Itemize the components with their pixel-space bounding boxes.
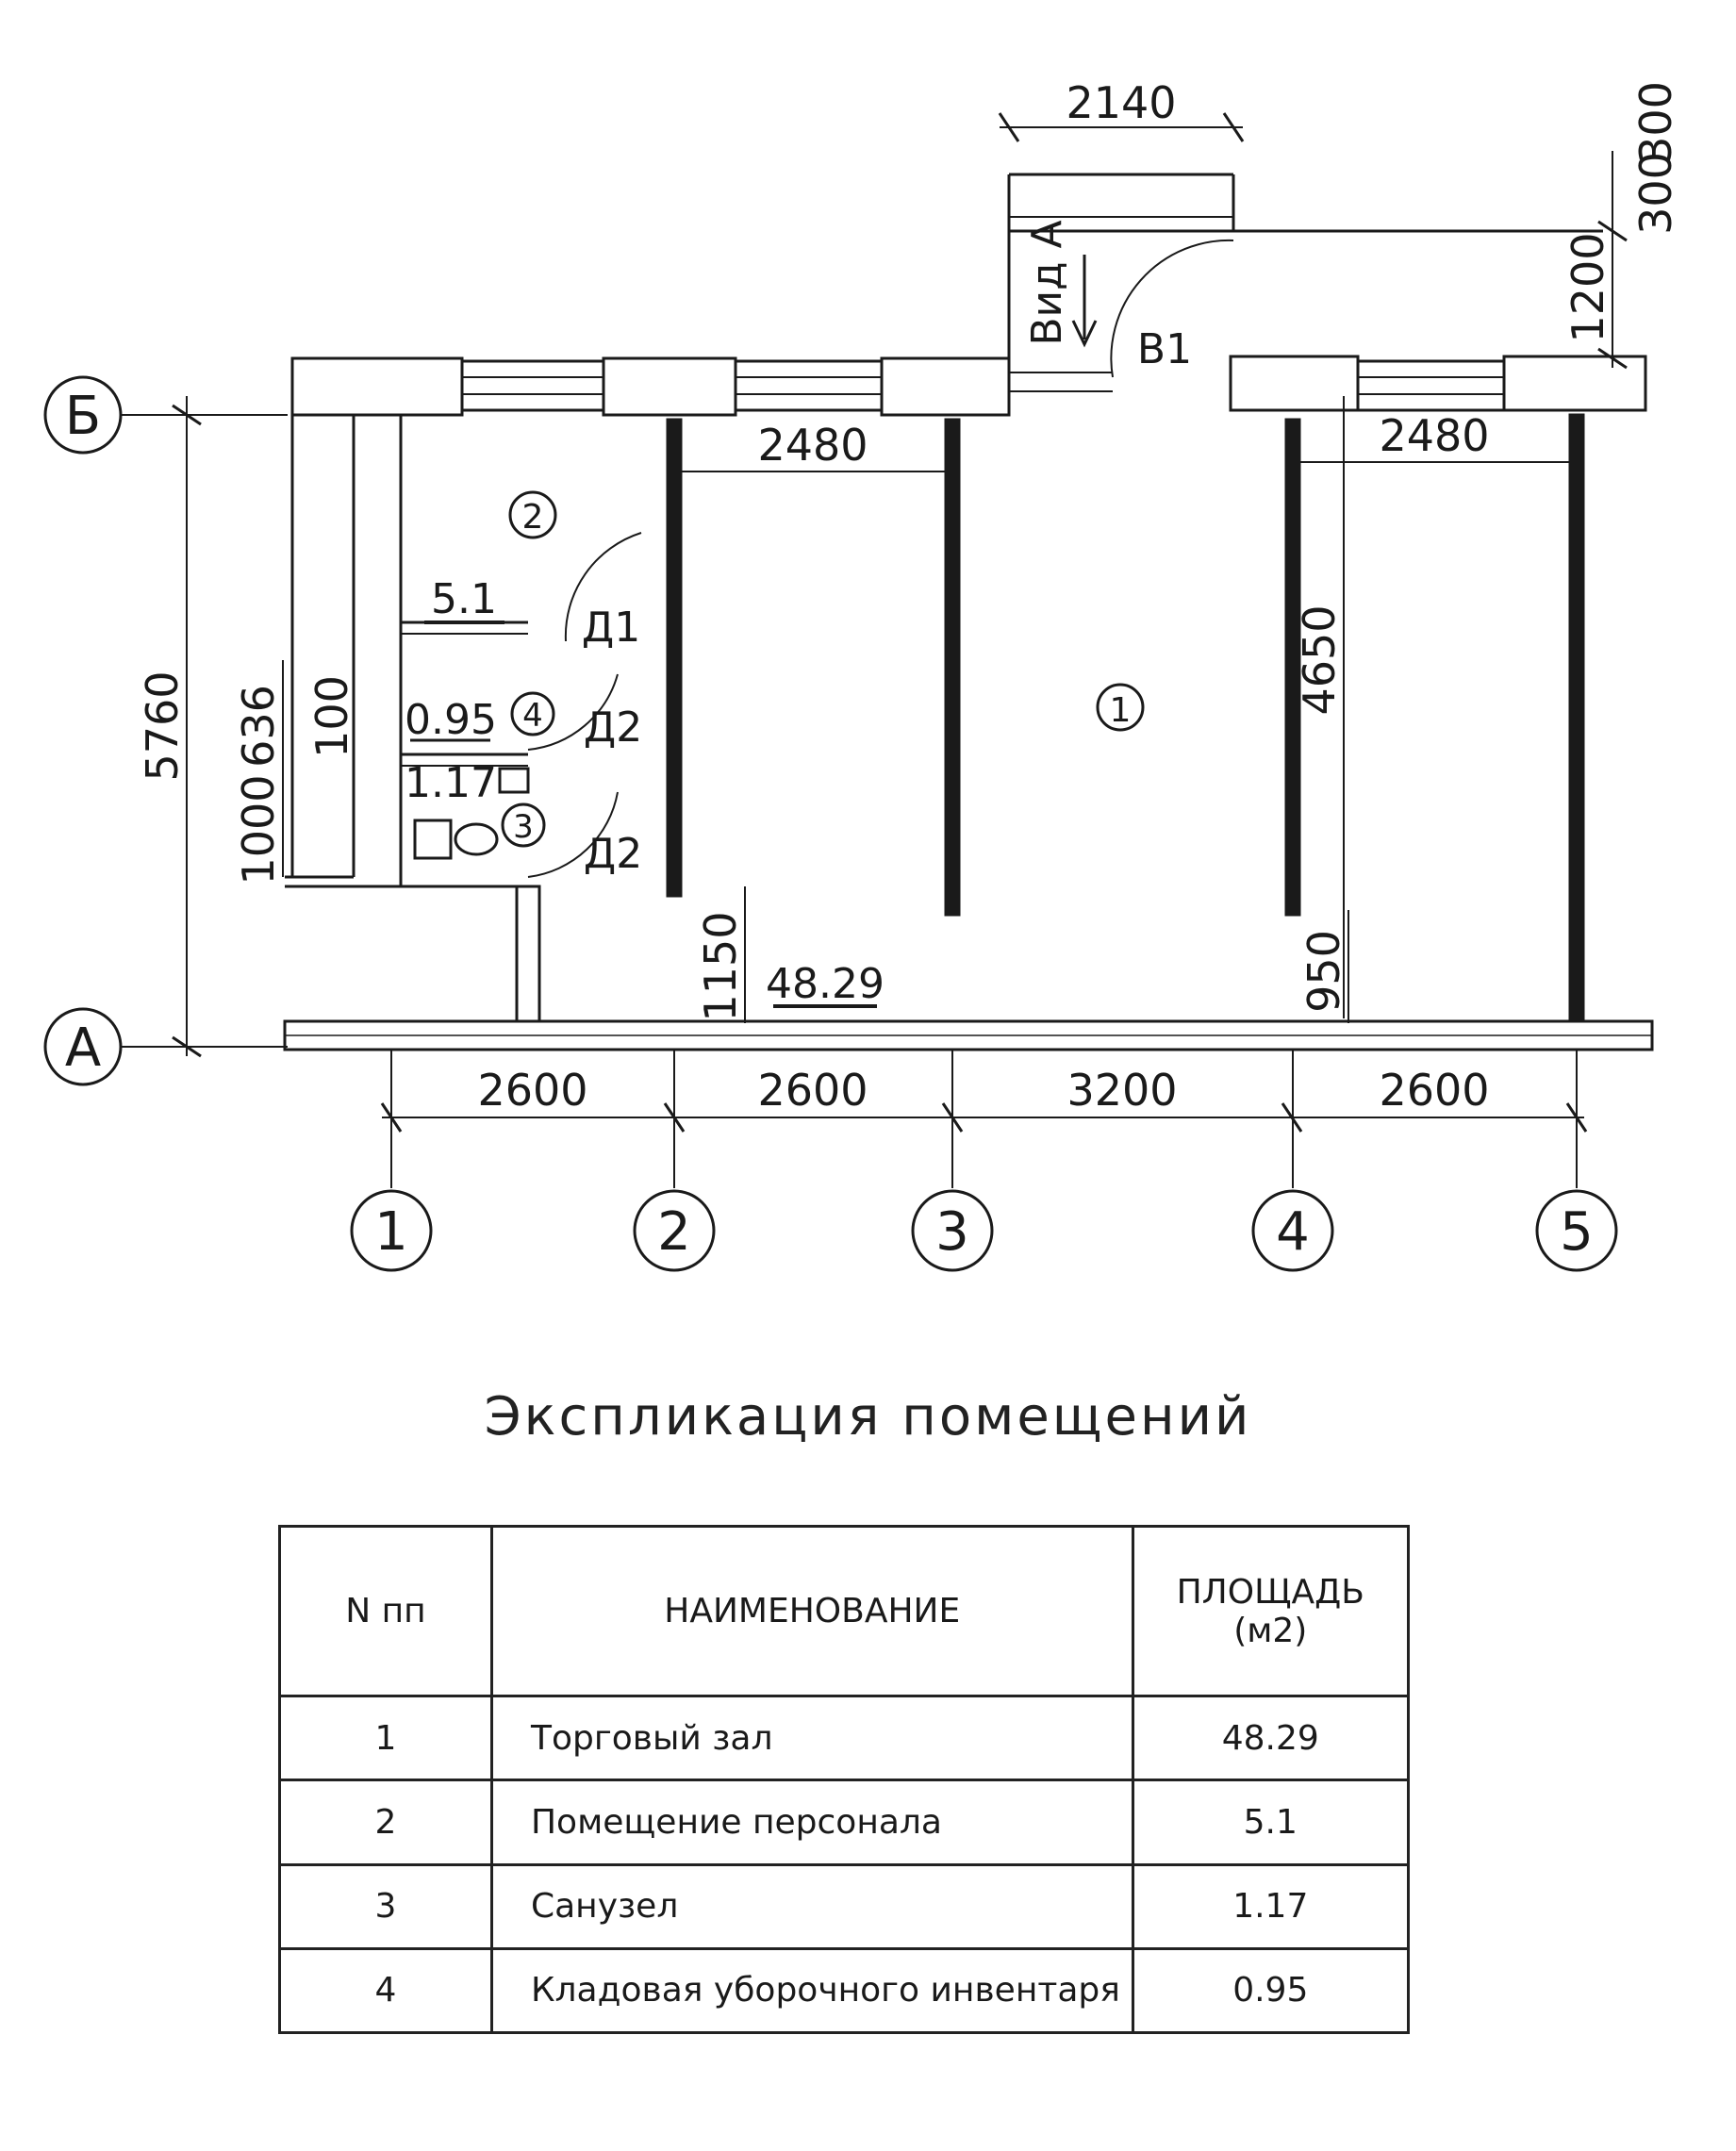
dim-5760: 5760 bbox=[137, 670, 188, 781]
axis-label-a: А bbox=[65, 1018, 101, 1079]
partition-axis-4 bbox=[1284, 418, 1301, 917]
explication-table: N пп НАИМЕНОВАНИЕ ПЛОЩАДЬ (м2) 1 Торговы… bbox=[278, 1525, 1411, 2035]
door-d1-label: Д1 bbox=[582, 604, 640, 652]
door-d2b-swing bbox=[527, 791, 619, 878]
view-a-label: Вид А bbox=[1023, 220, 1071, 345]
table-row: 4 Кладовая уборочного инвентаря 0.95 bbox=[278, 1946, 1411, 2035]
partition-axis-5 bbox=[1568, 413, 1585, 1020]
dim-2480-right: 2480 bbox=[1379, 410, 1489, 461]
room-marker-4-circle bbox=[510, 691, 555, 736]
sink-icon bbox=[498, 767, 530, 794]
toilet-icon bbox=[454, 822, 499, 856]
row-area: 1.17 bbox=[1131, 1862, 1411, 1950]
table-row: 1 Торговый зал 48.29 bbox=[278, 1694, 1411, 1782]
axis-label-b: Б bbox=[65, 386, 101, 447]
door-d2b-label: Д2 bbox=[584, 830, 642, 878]
row-name: Помещение персонала bbox=[489, 1779, 1134, 1866]
row-name: Торговый зал bbox=[489, 1694, 1134, 1782]
dim-300-a: 300 bbox=[1630, 152, 1681, 235]
room-marker-1: 1 bbox=[1110, 691, 1132, 730]
header-area-line2: (м2) bbox=[1233, 1611, 1308, 1650]
room-marker-4: 4 bbox=[522, 697, 543, 735]
row-name: Санузел bbox=[489, 1862, 1134, 1950]
pier-3 bbox=[1229, 355, 1360, 412]
row-num: 1 bbox=[278, 1694, 493, 1782]
row-num: 2 bbox=[278, 1779, 493, 1866]
axis-marker-2 bbox=[633, 1189, 716, 1272]
axis-label-4: 4 bbox=[1276, 1201, 1310, 1263]
dim-2600-c: 2600 bbox=[1379, 1065, 1489, 1116]
row-area: 0.95 bbox=[1131, 1946, 1411, 2035]
axis-marker-3 bbox=[911, 1189, 994, 1272]
axis-label-3: 3 bbox=[935, 1201, 969, 1263]
dim-2600-a: 2600 bbox=[477, 1065, 587, 1116]
dim-1150: 1150 bbox=[695, 911, 746, 1021]
dim-636: 636 bbox=[233, 685, 284, 768]
dim-2480-left: 2480 bbox=[757, 420, 868, 471]
room-area-3: 1.17 bbox=[405, 759, 497, 807]
header-area: ПЛОЩАДЬ (м2) bbox=[1131, 1525, 1411, 1697]
room-marker-3: 3 bbox=[513, 808, 534, 846]
pier-1 bbox=[602, 356, 737, 417]
room-marker-1-circle bbox=[1096, 683, 1145, 732]
explication-title: Экспликация помещений bbox=[484, 1386, 1252, 1448]
pier-2 bbox=[880, 356, 1011, 417]
dim-2140: 2140 bbox=[1066, 77, 1176, 128]
table-row: 3 Санузел 1.17 bbox=[278, 1862, 1411, 1950]
row-area: 48.29 bbox=[1131, 1694, 1411, 1782]
door-v1-label: В1 bbox=[1137, 325, 1192, 373]
row-num: 3 bbox=[278, 1862, 493, 1950]
partition-axis-3 bbox=[944, 418, 961, 917]
axis-marker-4 bbox=[1251, 1189, 1334, 1272]
room-area-4: 0.95 bbox=[405, 696, 497, 744]
entrance-door-swing bbox=[1110, 239, 1234, 378]
row-area: 5.1 bbox=[1131, 1779, 1411, 1866]
row-num: 4 bbox=[278, 1946, 493, 2035]
door-d2a-swing bbox=[527, 673, 619, 751]
partition-axis-2 bbox=[666, 418, 683, 898]
pier-4 bbox=[1502, 355, 1647, 412]
dim-1000: 1000 bbox=[233, 774, 284, 885]
room-marker-2: 2 bbox=[522, 498, 544, 537]
window-3 bbox=[1356, 359, 1506, 412]
axis-label-2: 2 bbox=[657, 1201, 691, 1263]
axis-label-5: 5 bbox=[1560, 1201, 1594, 1263]
header-num: N пп bbox=[278, 1525, 493, 1697]
dim-2600-b: 2600 bbox=[757, 1065, 868, 1116]
axis-marker-1 bbox=[350, 1189, 433, 1272]
room-area-1: 48.29 bbox=[766, 960, 885, 1008]
room-marker-3-circle bbox=[501, 802, 546, 848]
dim-4650: 4650 bbox=[1294, 604, 1345, 715]
room-area-2: 5.1 bbox=[431, 575, 497, 623]
axis-label-1: 1 bbox=[374, 1201, 408, 1263]
table-row: 2 Помещение персонала 5.1 bbox=[278, 1779, 1411, 1866]
axis-marker-5 bbox=[1535, 1189, 1618, 1272]
window-2 bbox=[734, 359, 884, 412]
table-header-row: N пп НАИМЕНОВАНИЕ ПЛОЩАДЬ (м2) bbox=[278, 1525, 1411, 1697]
door-d1-swing bbox=[564, 532, 642, 642]
back-wall-left bbox=[290, 356, 464, 417]
room-marker-2-circle bbox=[508, 490, 557, 539]
door-d2a-label: Д2 bbox=[584, 703, 642, 752]
dim-1200: 1200 bbox=[1562, 232, 1613, 342]
dim-3200: 3200 bbox=[1066, 1065, 1177, 1116]
dim-950: 950 bbox=[1298, 930, 1349, 1013]
dim-100: 100 bbox=[306, 675, 357, 758]
row-name: Кладовая уборочного инвентаря bbox=[489, 1946, 1134, 2035]
header-name: НАИМЕНОВАНИЕ bbox=[489, 1525, 1134, 1697]
dim-300-b: 300 bbox=[1630, 81, 1681, 164]
window-1 bbox=[460, 359, 605, 412]
header-area-line1: ПЛОЩАДЬ bbox=[1176, 1572, 1364, 1612]
